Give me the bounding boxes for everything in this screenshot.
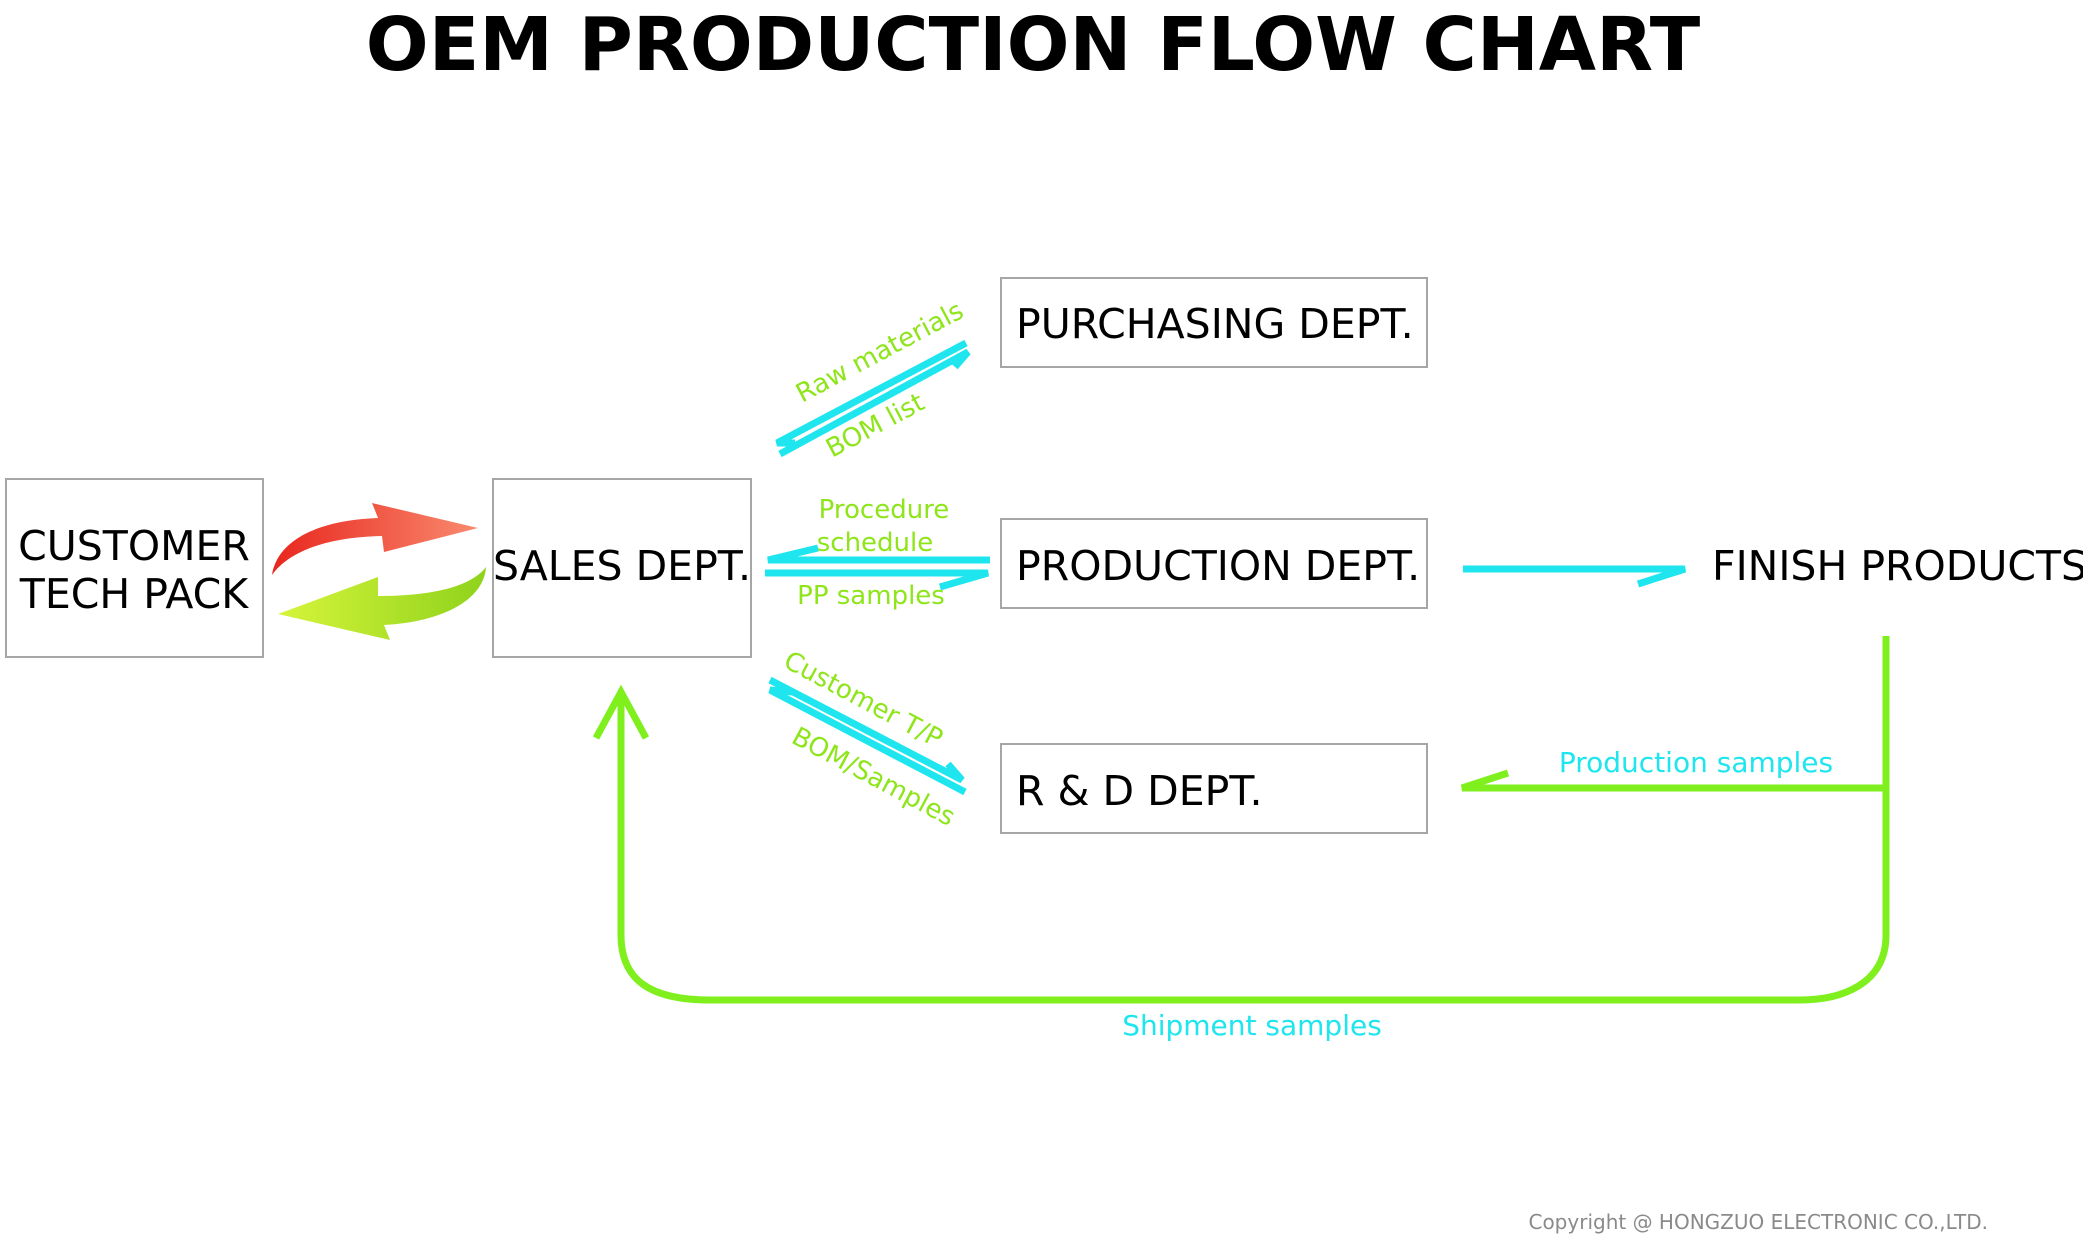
production-box-border — [1000, 518, 1428, 609]
finish-products-label: FINISH PRODUCTS — [1712, 542, 2083, 590]
sales-production-arrows — [765, 544, 990, 591]
purchasing-label: PURCHASING DEPT. — [1016, 300, 1414, 348]
label-production-samples: Production samples — [1559, 746, 1833, 779]
label-pp-samples: PP samples — [797, 581, 945, 611]
sales-dept-box: SALES DEPT. — [492, 478, 752, 658]
customer-label-line2: TECH PACK — [19, 570, 249, 618]
customer-tech-pack-box: CUSTOMER TECH PACK — [5, 478, 264, 658]
arrow-to-production — [765, 569, 989, 591]
red-curved-arrow — [272, 503, 478, 575]
sales-box-border — [492, 478, 752, 658]
arrow-to-finish-products — [1463, 565, 1687, 588]
purchasing-dept-box: PURCHASING DEPT. — [1000, 277, 1428, 368]
label-procedure-line2: schedule — [817, 528, 934, 558]
label-procedure-line1: Procedure — [819, 495, 950, 525]
production-label: PRODUCTION DEPT. — [1016, 542, 1420, 590]
customer-label-line1: CUSTOMER — [18, 522, 250, 570]
sales-label: SALES DEPT. — [493, 542, 751, 590]
arrow-to-rnd — [768, 676, 965, 784]
arrow-to-sales-from-production — [767, 544, 990, 564]
sales-rnd-arrows — [768, 676, 967, 796]
arrow-to-purchasing — [778, 348, 971, 458]
arrow-to-sales-from-rnd — [768, 686, 967, 796]
rnd-box-border — [1000, 743, 1428, 834]
label-shipment-samples: Shipment samples — [1122, 1009, 1382, 1042]
rnd-label: R & D DEPT. — [1016, 767, 1263, 815]
production-samples-arrow — [1460, 769, 1886, 792]
lime-curved-arrow — [278, 567, 486, 640]
shipment-samples-arrowhead — [592, 684, 650, 740]
rnd-dept-box: R & D DEPT. — [1000, 743, 1428, 834]
production-dept-box: PRODUCTION DEPT. — [1000, 518, 1428, 609]
arrow-to-sales-from-purchasing — [775, 339, 968, 447]
sales-purchasing-arrows — [775, 339, 971, 458]
customer-box-border — [5, 478, 264, 658]
shipment-samples-loop — [617, 636, 1890, 1004]
purchasing-box-border — [1000, 277, 1428, 368]
copyright-notice: Copyright @ HONGZUO ELECTRONIC CO.,LTD. — [1528, 1210, 1988, 1234]
page-title: OEM PRODUCTION FLOW CHART — [366, 2, 1701, 88]
